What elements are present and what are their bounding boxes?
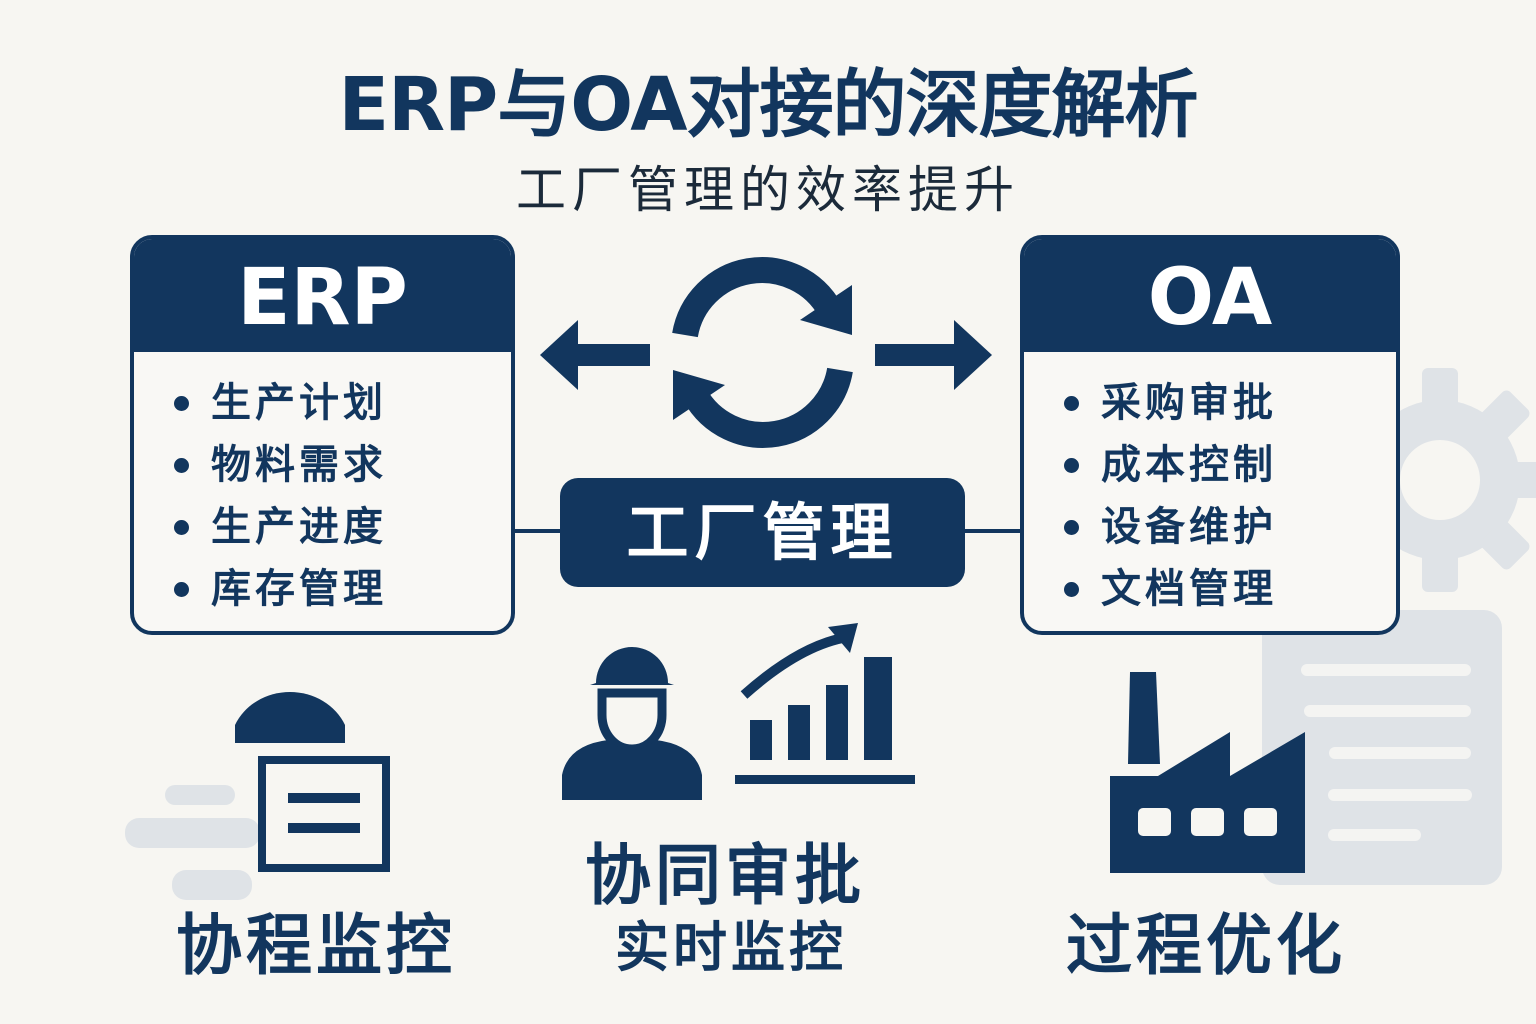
factory-management-label: 工厂管理: [560, 478, 965, 587]
oa-title: OA: [1024, 239, 1396, 352]
bullet-icon: [1064, 519, 1079, 535]
bullet-icon: [174, 395, 189, 411]
connector-left: [512, 529, 562, 533]
worker-icon: [562, 647, 702, 800]
connector-right: [963, 529, 1023, 533]
realtime-monitor-label: 实时监控: [615, 916, 847, 979]
erp-card: ERP 生产计划 物料需求 生产进度 库存管理: [130, 235, 515, 635]
arrow-left-icon: [540, 320, 650, 390]
growth-chart-icon: [735, 623, 915, 784]
arrow-right-icon: [875, 320, 992, 390]
sync-graphic: [540, 257, 992, 448]
erp-item: 物料需求: [174, 434, 511, 496]
sync-arrowhead: [673, 370, 725, 420]
erp-item: 生产计划: [174, 372, 511, 434]
erp-item: 生产进度: [174, 496, 511, 558]
sync-icon: [672, 257, 853, 448]
bullet-icon: [1064, 395, 1079, 411]
oa-item: 文档管理: [1064, 558, 1396, 620]
document-icon: [1262, 610, 1502, 885]
bullet-icon: [1064, 581, 1079, 597]
oa-card: OA 采购审批 成本控制 设备维护 文档管理: [1020, 235, 1400, 635]
page-subtitle: 工厂管理的效率提升: [516, 161, 1020, 219]
bullet-icon: [174, 519, 189, 535]
oa-item: 设备维护: [1064, 496, 1396, 558]
erp-title: ERP: [134, 239, 511, 352]
helmet-form-icon: [235, 691, 390, 872]
page-title: ERP与OA对接的深度解析: [338, 62, 1199, 148]
bullet-icon: [174, 457, 189, 473]
collab-approval-label: 协同审批: [585, 837, 865, 914]
process-optimize-label: 过程优化: [1066, 907, 1346, 984]
bullet-icon: [1064, 457, 1079, 473]
process-monitor-label: 协程监控: [176, 907, 456, 984]
decor-lines: [125, 785, 260, 900]
erp-item: 库存管理: [174, 558, 511, 620]
factory-icon: [1110, 672, 1305, 873]
sync-arrowhead: [800, 285, 852, 335]
bullet-icon: [174, 581, 189, 597]
oa-item: 成本控制: [1064, 434, 1396, 496]
oa-item: 采购审批: [1064, 372, 1396, 434]
